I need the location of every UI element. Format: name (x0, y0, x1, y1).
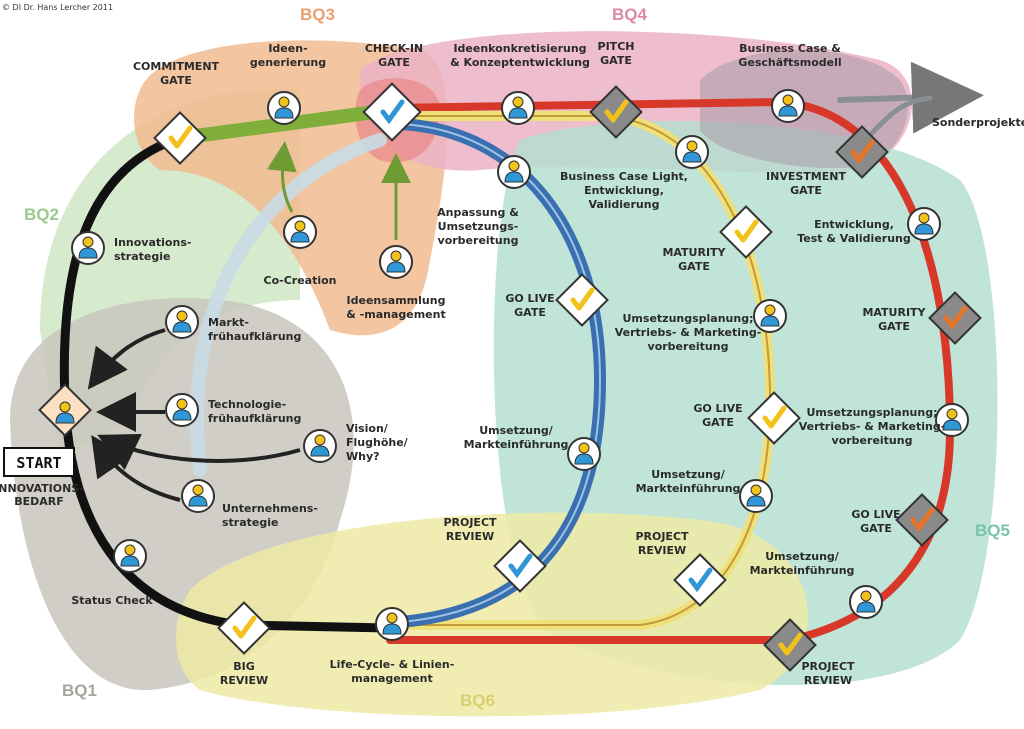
start-label: START (16, 454, 61, 472)
zone-label-bq1: BQ1 (62, 681, 97, 700)
svg-text:Unternehmens-strategie: Unternehmens-strategie (222, 502, 318, 529)
svg-text:Umsetzung/Markteinführung: Umsetzung/Markteinführung (750, 550, 855, 577)
node-business-case (771, 89, 805, 123)
gate-project-review-yellow (673, 553, 727, 607)
svg-text:Umsetzungsplanung;Vertriebs- &: Umsetzungsplanung;Vertriebs- & Marketing… (799, 406, 946, 447)
gates (38, 82, 982, 672)
zone-label-bq6: BQ6 (460, 691, 495, 710)
node-life-cycle (375, 607, 409, 641)
gate-commitment (153, 111, 207, 165)
svg-text:Technologie-frühaufklärung: Technologie-frühaufklärung (208, 398, 301, 425)
svg-text:Business Case Light,Entwicklun: Business Case Light,Entwicklung,Validier… (560, 170, 688, 211)
svg-text:Vision/Flughöhe/Why?: Vision/Flughöhe/Why? (346, 422, 409, 463)
node-technologie (165, 393, 199, 427)
track-sonderprojekte (837, 61, 984, 134)
svg-text:Life-Cycle- & Linien-managemen: Life-Cycle- & Linien-management (330, 658, 455, 685)
copyright: © DI Dr. Hans Lercher 2011 (2, 3, 113, 12)
svg-text:Markt-frühaufklärung: Markt-frühaufklärung (208, 316, 301, 343)
zone-label-bq5: BQ5 (975, 521, 1010, 540)
node-ideengenerierung (267, 91, 301, 125)
gate-project-review-red (763, 618, 817, 672)
svg-text:Business Case &Geschäftsmodell: Business Case &Geschäftsmodell (738, 42, 841, 69)
svg-text:Entwicklung,Test & Validierung: Entwicklung,Test & Validierung (797, 218, 911, 245)
node-umsetzungsplanung-red (935, 403, 969, 437)
gate-go-live-red (895, 493, 949, 547)
node-markt (165, 305, 199, 339)
node-entwicklung-test (907, 207, 941, 241)
svg-text:Umsetzung/Markteinführung: Umsetzung/Markteinführung (464, 424, 569, 451)
node-anpassung (497, 155, 531, 189)
node-ideenkonkretisierung (501, 91, 535, 125)
node-status-check (113, 539, 147, 573)
node-unternehmensstrategie (181, 479, 215, 513)
node-co-creation (283, 215, 317, 249)
gate-investment (835, 125, 889, 179)
gate-big-review (217, 601, 271, 655)
gate-maturity-red (928, 291, 982, 345)
node-umsetzung-red (849, 585, 883, 619)
node-umsetzung-yellow (739, 479, 773, 513)
zone-label-bq4: BQ4 (612, 5, 648, 24)
nodes (71, 89, 969, 641)
track-blue-stripe (399, 123, 602, 623)
arrow-unternehmen (91, 435, 181, 502)
arrows (87, 141, 411, 502)
gate-maturity-yellow (719, 205, 773, 259)
gate-pitch (589, 85, 643, 139)
track-sonderprojekte-branch (867, 95, 933, 138)
gate-go-live-blue (555, 273, 609, 327)
gate-go-live-yellow (747, 391, 801, 445)
start-sub1: INNOVATIONS- (0, 482, 84, 495)
node-innovationsstrategie (71, 231, 105, 265)
zone-label-bq3: BQ3 (300, 5, 335, 24)
gate-check-in (362, 82, 422, 142)
start-sub2: BEDARF (14, 495, 64, 508)
arrow-markt (87, 328, 166, 390)
svg-text:Ideen-generierung: Ideen-generierung (250, 42, 326, 69)
svg-text:Co-Creation: Co-Creation (264, 274, 337, 287)
arrow-cocreation (266, 141, 297, 213)
svg-text:Ideenkonkretisierung& Konzepte: Ideenkonkretisierung& Konzeptentwicklung (450, 42, 590, 69)
zone-bq6 (176, 512, 809, 717)
svg-text:Umsetzung/Markteinführung: Umsetzung/Markteinführung (636, 468, 741, 495)
zone-label-bq2: BQ2 (24, 205, 59, 224)
svg-text:Innovations-strategie: Innovations-strategie (114, 236, 191, 263)
gate-project-review-blue (493, 539, 547, 593)
svg-text:Ideensammlung& -management: Ideensammlung& -management (346, 294, 445, 321)
node-ideensammlung (379, 245, 413, 279)
svg-text:Status Check: Status Check (71, 594, 153, 607)
start-box (3, 447, 75, 477)
svg-text:Sonderprojekte: Sonderprojekte (932, 116, 1024, 129)
node-umsetzungsplanung-yellow (753, 299, 787, 333)
svg-text:Umsetzungsplanung;Vertriebs- &: Umsetzungsplanung;Vertriebs- & Marketing… (615, 312, 762, 353)
node-business-case-light (675, 135, 709, 169)
svg-text:Anpassung &Umsetzungs-vorberei: Anpassung &Umsetzungs-vorbereitung (437, 206, 519, 247)
node-vision (303, 429, 337, 463)
node-umsetzung-blue (567, 437, 601, 471)
